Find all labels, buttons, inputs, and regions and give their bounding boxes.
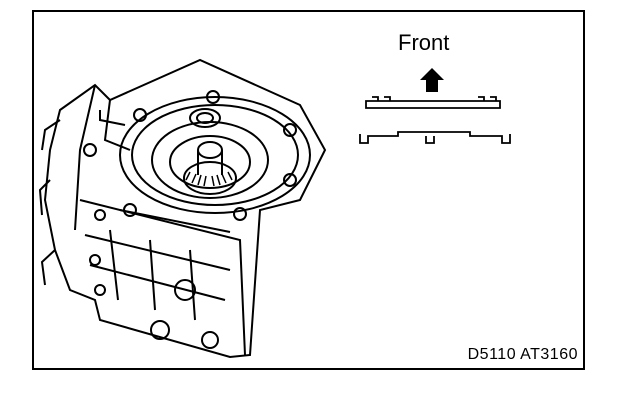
figure-code: D5110 AT3160 [467,346,578,363]
transmission-housing [38,58,327,359]
front-label: Front [398,30,450,55]
arrow-up-icon [420,68,444,92]
plate-side-view [359,96,511,144]
figure-frame [32,10,585,370]
